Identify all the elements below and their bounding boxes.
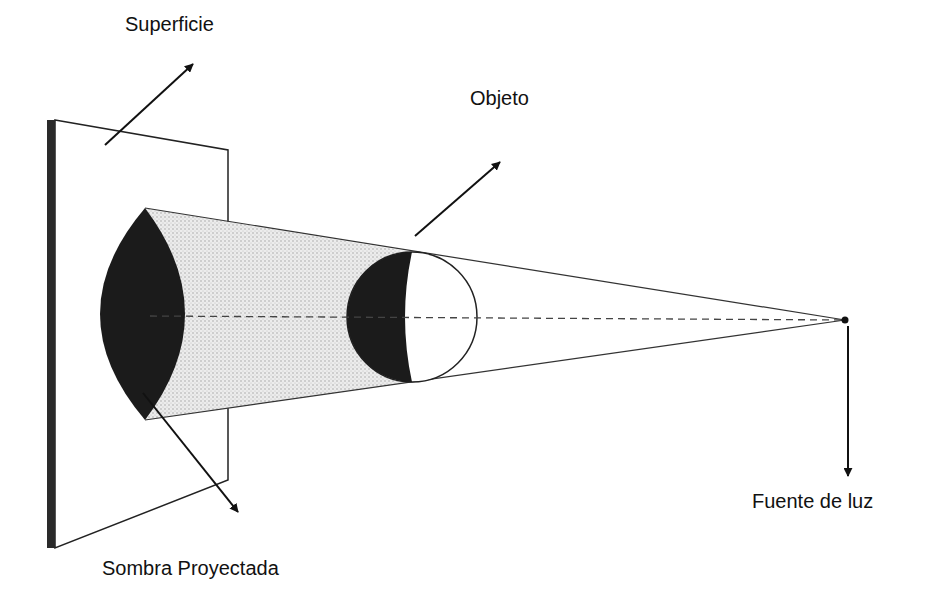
light-ray [145, 320, 845, 420]
part-label: Superficie [125, 12, 214, 36]
surface-edge [47, 120, 55, 548]
light-source [842, 317, 849, 324]
leader-arrow [847, 326, 849, 476]
shadow-cone [145, 208, 412, 420]
light-ray [145, 208, 845, 320]
part-label: Objeto [470, 86, 529, 110]
part-label: Fuente de luz [752, 489, 873, 513]
projected-shadow [100, 208, 185, 420]
leader-arrow [143, 393, 238, 512]
part-label: Sombra Proyectada [102, 556, 279, 580]
leader-arrow [105, 64, 193, 145]
leader-arrow [415, 162, 500, 236]
central-axis [150, 316, 845, 320]
